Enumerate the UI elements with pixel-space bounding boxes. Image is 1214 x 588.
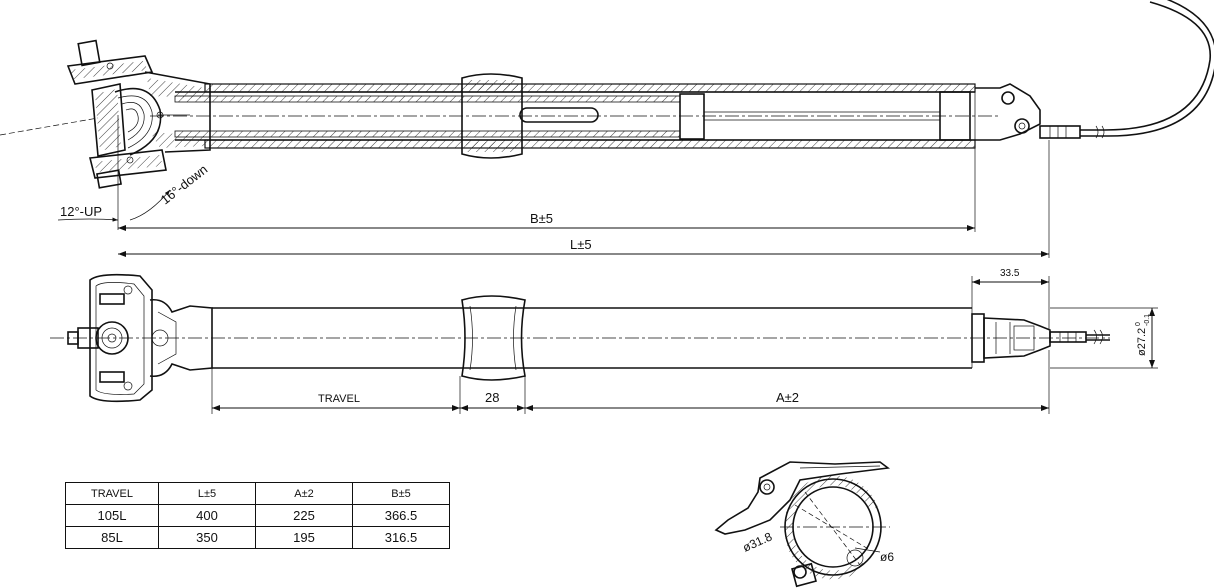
dim-28-label: 28 xyxy=(485,390,499,405)
spec-header-travel: TRAVEL xyxy=(65,482,159,505)
dim-b-label: B±5 xyxy=(530,211,553,226)
remote-lever-view: ø31.8 ø6 xyxy=(714,461,894,588)
diameter-small-label: ø6 xyxy=(880,550,894,564)
side-section-view: 12°-UP 16°-down xyxy=(0,0,1214,258)
main-tube-section xyxy=(150,73,1000,159)
spec-cell: 350 xyxy=(158,526,256,549)
spec-table-header-row: TRAVEL L±5 A±2 B±5 xyxy=(65,482,450,505)
svg-text:0: 0 xyxy=(1135,322,1142,326)
top-view-tube xyxy=(50,295,1110,381)
spec-cell: 105L xyxy=(65,504,159,527)
spec-header-l: L±5 xyxy=(158,482,256,505)
svg-text:-0.1: -0.1 xyxy=(1144,314,1151,326)
dimension-l: L±5 xyxy=(118,140,1050,258)
dim-a-label: A±2 xyxy=(776,390,799,405)
travel-label: TRAVEL xyxy=(318,393,360,405)
spec-cell: 366.5 xyxy=(352,504,450,527)
svg-text:ø27.2: ø27.2 xyxy=(1136,328,1148,356)
diameter-clamp-label: ø31.8 xyxy=(741,529,775,554)
table-row: 85L 350 195 316.5 xyxy=(65,526,450,549)
dimension-travel: TRAVEL 28 A±2 xyxy=(211,350,1050,414)
spec-cell: 225 xyxy=(255,504,353,527)
diameter-label: ø27.2 xyxy=(1136,328,1148,356)
spec-header-b: B±5 xyxy=(352,482,450,505)
dim-33-5-label: 33.5 xyxy=(1000,268,1020,279)
diameter-tol-upper: 0 xyxy=(1135,322,1142,326)
actuator-head xyxy=(975,0,1214,141)
spec-cell: 195 xyxy=(255,526,353,549)
dimension-diameter: ø27.2 0 -0.1 xyxy=(1050,307,1158,369)
dimension-b: B±5 xyxy=(118,148,976,232)
table-row: 105L 400 225 366.5 xyxy=(65,504,450,527)
angle-up-label: 12°-UP xyxy=(60,204,102,219)
top-view-actuator xyxy=(971,313,1110,363)
spec-cell: 400 xyxy=(158,504,256,527)
spec-header-a: A±2 xyxy=(255,482,353,505)
spec-cell: 85L xyxy=(65,526,159,549)
dim-l-label: L±5 xyxy=(570,237,592,252)
top-view: 33.5 ø27.2 0 -0.1 TRAVEL 28 xyxy=(50,268,1158,414)
spec-cell: 316.5 xyxy=(352,526,450,549)
spec-table: TRAVEL L±5 A±2 B±5 105L 400 225 366.5 85… xyxy=(65,482,450,549)
diameter-tol-lower: -0.1 xyxy=(1144,314,1151,326)
saddle-clamp-head xyxy=(66,39,211,189)
dimension-33-5: 33.5 xyxy=(971,268,1050,330)
